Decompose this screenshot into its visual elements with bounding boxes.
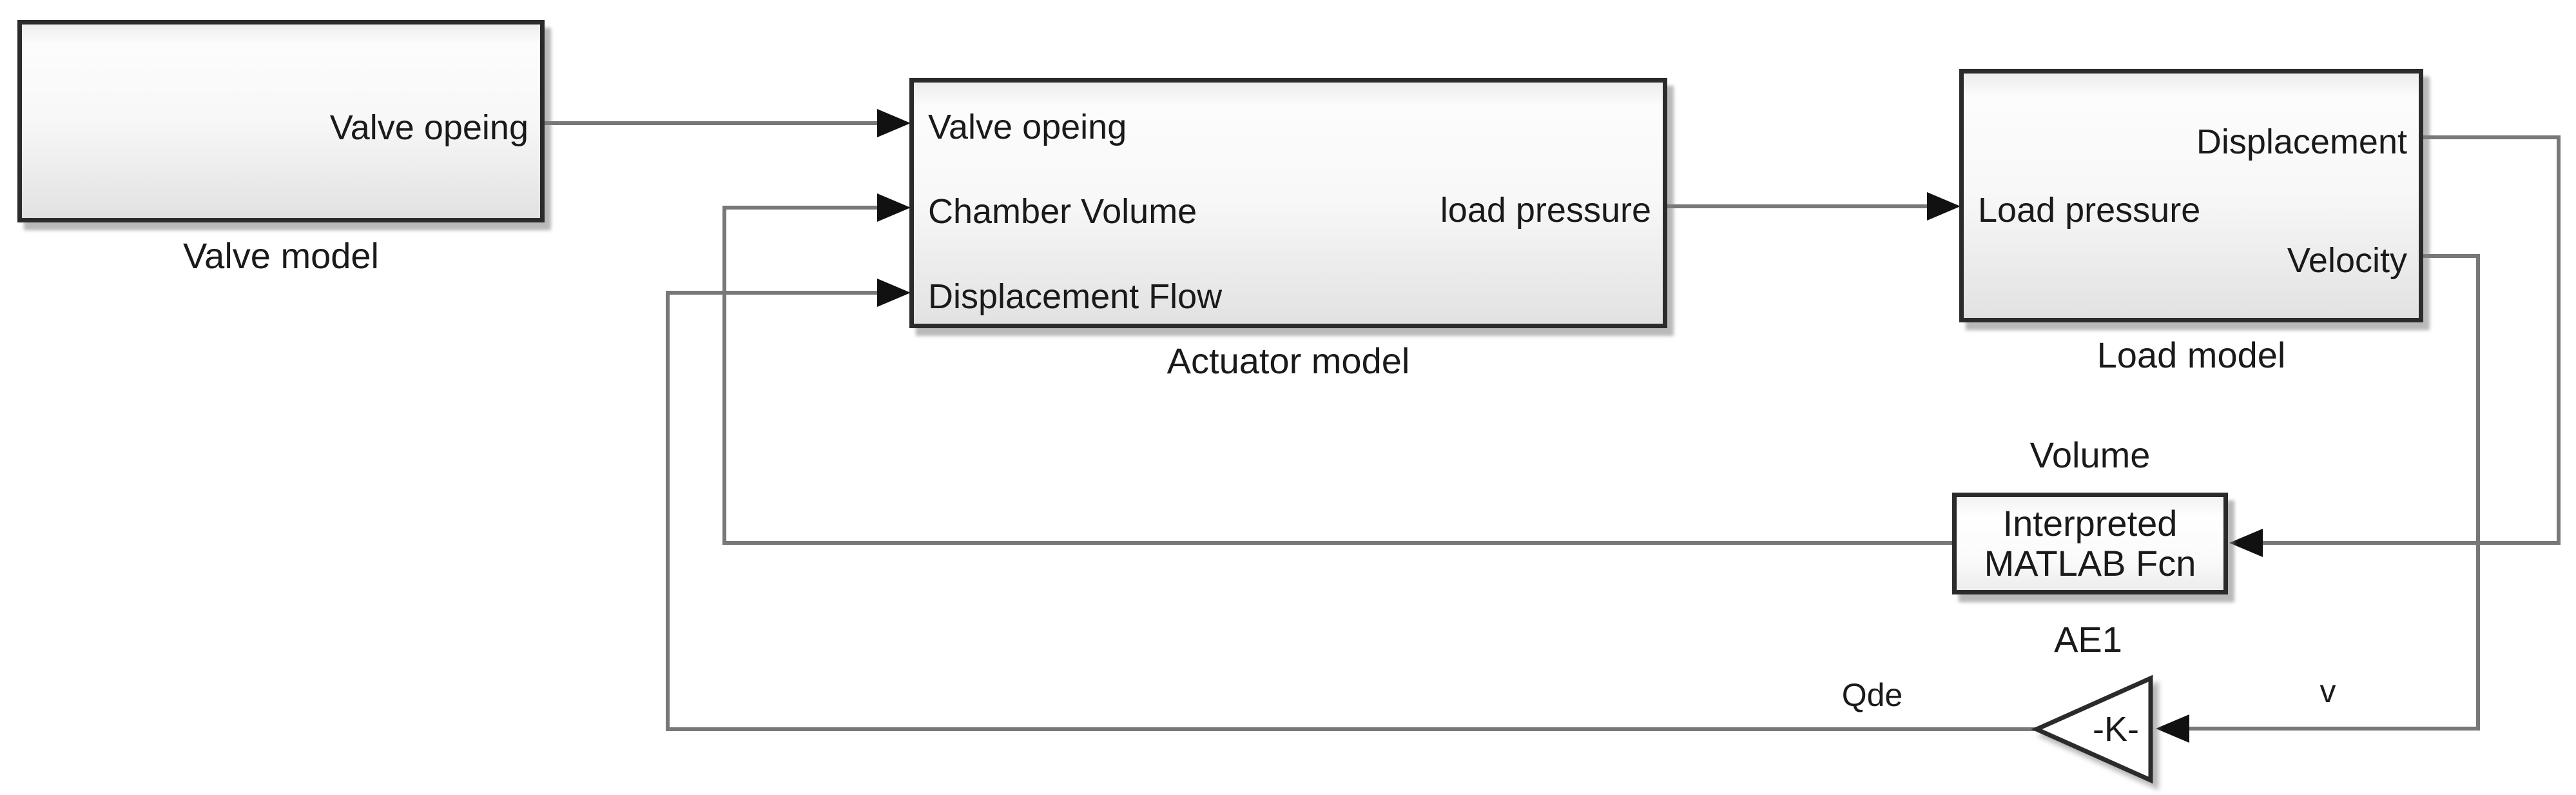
volume-fcn-name[interactable]: Volume (2029, 435, 2151, 475)
actuator-in1-port-label: Valve opeing (928, 108, 1127, 146)
valve-out-port-label: Valve opeing (329, 108, 528, 147)
signal-label-v[interactable]: v (2319, 673, 2336, 709)
actuator-in2-port-label: Chamber Volume (928, 192, 1197, 231)
actuator-out-port-label: load pressure (1440, 191, 1651, 230)
valve-model-block[interactable]: Valve opeing (17, 20, 545, 222)
wire-velocity-feedback[interactable] (2188, 254, 2480, 731)
arrowhead-gain-in (2156, 714, 2189, 743)
load-out1-port-label: Displacement (2196, 123, 2407, 161)
gain-block-name[interactable]: AE1 (2054, 619, 2122, 660)
actuator-model-name[interactable]: Actuator model (1167, 340, 1410, 381)
load-model-block[interactable]: Load pressure Displacement Velocity (1959, 69, 2423, 322)
load-out2-port-label: Velocity (2287, 241, 2407, 280)
actuator-in3-port-label: Displacement Flow (928, 277, 1223, 316)
interpreted-matlab-fcn-block[interactable]: Interpreted MATLAB Fcn (1952, 493, 2228, 594)
gain-block[interactable] (2031, 674, 2153, 784)
gain-value: -K- (2093, 710, 2139, 749)
arrowhead-actuator-in2 (877, 193, 911, 222)
wire-qde-feedback[interactable] (666, 291, 2037, 731)
valve-model-name[interactable]: Valve model (182, 235, 379, 276)
load-in1-port-label: Load pressure (1978, 191, 2201, 230)
wire-displacement-feedback[interactable] (2261, 135, 2561, 545)
actuator-model-block[interactable]: Valve opeing Chamber Volume Displacement… (909, 78, 1667, 328)
arrowhead-actuator-in1 (877, 109, 911, 137)
arrowhead-fcn-in (2229, 529, 2263, 557)
interpreted-matlab-fcn-text: Interpreted MATLAB Fcn (1984, 503, 2196, 584)
load-model-name[interactable]: Load model (2097, 335, 2286, 375)
arrowhead-load-in1 (1927, 192, 1961, 221)
wire-volume-feedback[interactable] (722, 206, 1952, 545)
arrowhead-actuator-in3 (877, 279, 911, 307)
signal-label-qde[interactable]: Qde (1841, 677, 1903, 713)
